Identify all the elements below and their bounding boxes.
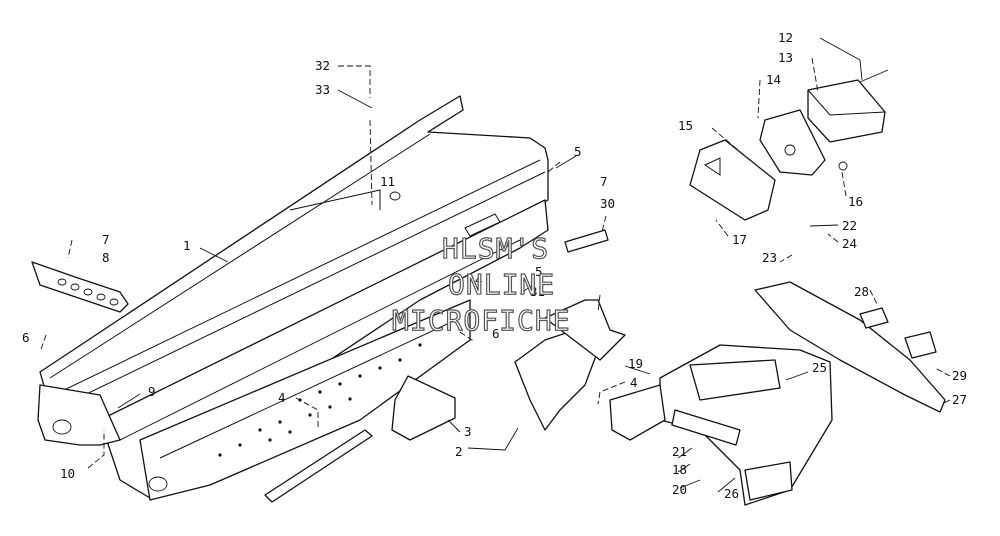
callout-17: 17 [732,232,747,247]
callout-22: 22 [842,218,857,233]
callout-12: 12 [778,30,793,45]
stud-holes [218,343,422,457]
watermark-line3: MICROFICHE [392,304,571,337]
callout-5b: 5 [535,264,543,279]
callout-6b: 6 [492,326,500,341]
callout-11: 11 [380,174,395,189]
watermark: HLSM'S ONLINE MICROFICHE [391,231,571,337]
callout-7a: 7 [102,232,110,247]
tunnel-assembly [37,95,549,503]
decal-30 [564,229,609,253]
callout-15: 15 [678,118,693,133]
callout-26: 26 [724,486,739,501]
callout-28: 28 [854,284,869,299]
decal-29 [904,331,937,359]
flap [754,281,946,413]
callout-20: 20 [672,482,687,497]
callout-25: 25 [812,360,827,375]
callout-5a: 5 [574,144,582,159]
watermark-line1: HLSM'S [442,232,549,265]
callout-24: 24 [842,236,857,251]
callout-13: 13 [778,50,793,65]
mount-plate [544,299,626,361]
callout-3: 3 [464,424,472,439]
storage-box [689,69,889,221]
callout-2: 2 [455,444,463,459]
bracket [391,375,456,441]
rear-bracket [514,329,601,431]
callout-10: 10 [60,466,75,481]
callout-30: 30 [600,196,615,211]
callout-1: 1 [183,238,191,253]
callout-9: 9 [148,384,156,399]
watermark-line2: ONLINE [448,268,555,301]
callout-7b: 7 [600,174,608,189]
leader-lines [39,37,951,493]
callout-29: 29 [952,368,967,383]
callout-23: 23 [762,250,777,265]
callout-33: 33 [315,82,330,97]
callout-21: 21 [672,444,687,459]
callout-14: 14 [766,72,781,87]
callout-27: 27 [952,392,967,407]
rear-bumper [609,281,946,506]
callout-31: 31 [530,284,545,299]
callout-19: 19 [628,356,643,371]
callout-4c: 4 [475,272,483,287]
callout-4b: 4 [630,375,638,390]
vent-plate [31,261,129,313]
callout-32: 32 [315,58,330,73]
callout-16: 16 [848,194,863,209]
callout-6a: 6 [22,330,30,345]
callouts: 1 2 3 4 4 4 5 5 6 6 7 7 8 9 10 11 12 13 … [22,30,967,501]
decal-28 [859,307,889,329]
callout-8: 8 [102,250,110,265]
callout-18: 18 [672,462,687,477]
callout-4a: 4 [278,390,286,405]
